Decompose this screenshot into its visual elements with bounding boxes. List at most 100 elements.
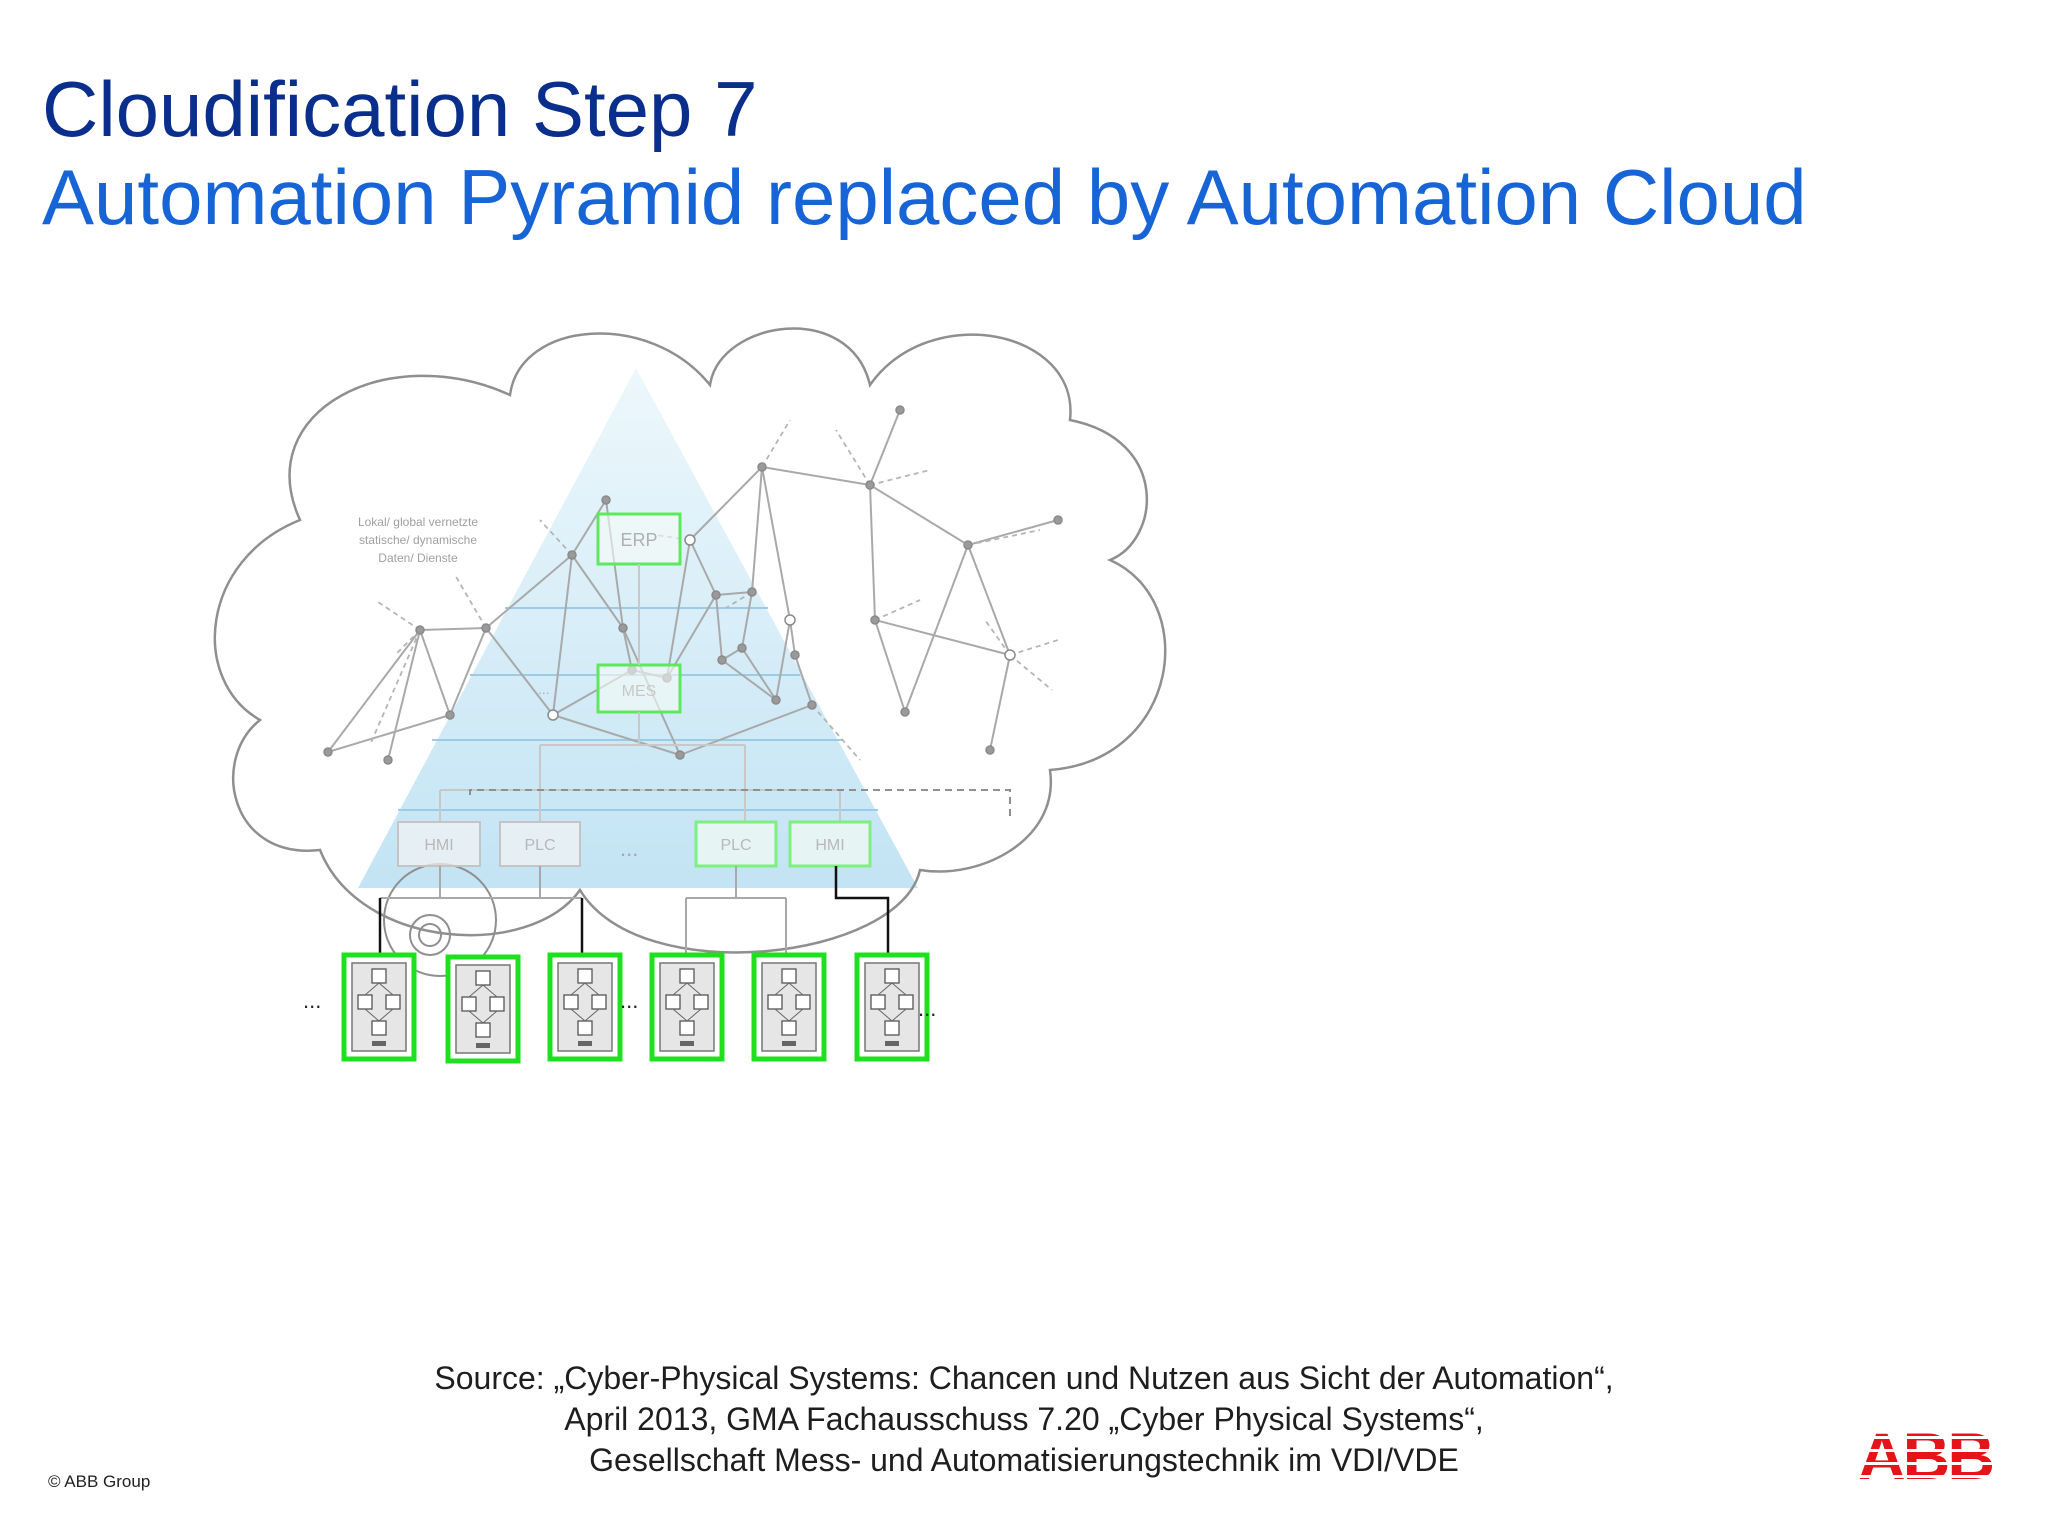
network-edge	[485, 554, 573, 629]
network-edge	[571, 554, 624, 629]
network-edge	[794, 654, 813, 706]
erp-label: ERP	[620, 530, 657, 550]
dashed-connector	[469, 789, 1011, 820]
network-node	[383, 755, 393, 765]
network-node	[1053, 515, 1063, 525]
abb-logo-stripes	[1852, 1424, 1998, 1488]
field-device	[854, 952, 930, 1062]
cloud-caption-line-2: statische/ dynamische	[359, 533, 477, 547]
network-node	[415, 625, 425, 635]
network-node	[717, 655, 727, 665]
network-node	[757, 462, 767, 472]
source-line-3: Gesellschaft Mess- und Automatisierungst…	[589, 1442, 1459, 1478]
network-node	[865, 480, 875, 490]
network-edge	[552, 714, 681, 756]
cloud-caption-line-3: Daten/ Dienste	[378, 551, 458, 565]
abb-logo: ABB	[1852, 1423, 1998, 1489]
network-edge	[869, 484, 969, 546]
network-edge	[327, 629, 421, 753]
mes-ellipsis: ...	[538, 681, 550, 697]
network-edge	[741, 591, 753, 649]
network-node	[900, 707, 910, 717]
control-box-label: PLC	[720, 837, 751, 854]
network-node	[747, 587, 757, 597]
field-device	[445, 954, 521, 1064]
network-node	[567, 550, 577, 560]
field-device	[341, 952, 417, 1062]
control-box-plc-left: PLC	[499, 821, 581, 867]
network-node	[784, 614, 796, 626]
network-edge	[715, 591, 753, 596]
network-edge	[679, 704, 813, 756]
network-edges	[327, 409, 1059, 761]
network-edge	[715, 594, 723, 661]
network-edge	[419, 627, 487, 631]
control-ellipsis: ...	[620, 836, 638, 861]
source-line-2: April 2013, GMA Fachausschuss 7.20 „Cybe…	[564, 1401, 1484, 1437]
network-edge	[967, 519, 1059, 546]
network-dashed-edge	[761, 419, 791, 468]
mes-label: MES	[622, 683, 657, 700]
network-dashed-edges	[369, 419, 1059, 761]
network-node	[737, 643, 747, 653]
field-ellipsis-right: ...	[918, 996, 936, 1021]
field-device	[547, 952, 623, 1062]
network-dashed-edge	[811, 704, 861, 761]
network-edge	[789, 619, 796, 656]
field-device	[751, 952, 827, 1062]
network-dashed-edge	[1009, 654, 1053, 691]
network-dashed-edge	[967, 529, 1041, 546]
slide-title: Cloudification Step 7	[42, 65, 758, 153]
erp-box: ERP	[596, 512, 682, 566]
network-node	[684, 534, 696, 546]
field-ellipsis-left: ...	[303, 988, 321, 1013]
network-node	[711, 590, 721, 600]
network-dashed-edge	[374, 599, 421, 631]
network-node	[985, 745, 995, 755]
field-ellipsis-middle: ...	[620, 988, 638, 1013]
network-dashed-edge	[454, 574, 487, 629]
network-edge	[761, 466, 871, 486]
automation-cloud-diagram: Lokal/ global vernetzte statische/ dynam…	[213, 327, 1167, 1064]
network-node	[790, 650, 800, 660]
network-edge	[622, 627, 633, 671]
slide-subtitle: Automation Pyramid replaced by Automatio…	[42, 153, 1807, 241]
cloud-caption-line-1: Lokal/ global vernetzte	[358, 515, 478, 529]
network-edge	[327, 714, 451, 753]
network-dashed-edge	[835, 429, 871, 486]
network-dashed-edge	[984, 619, 1011, 656]
network-dashed-edge	[539, 519, 573, 556]
network-node	[618, 623, 628, 633]
network-dashed-edge	[394, 629, 421, 656]
control-box-hmi-right: HMI	[788, 820, 872, 868]
network-node	[675, 750, 685, 760]
network-edge	[689, 539, 717, 596]
network-edge	[741, 647, 777, 701]
network-edge	[721, 659, 777, 701]
network-edge	[874, 619, 1011, 656]
control-box-hmi-left: HMI	[397, 821, 481, 867]
field-device	[649, 952, 725, 1062]
network-node	[963, 540, 973, 550]
mes-box: MES	[596, 663, 682, 714]
network-node	[1004, 649, 1016, 661]
copyright-notice: © ABB Group	[48, 1472, 151, 1491]
network-dashed-edge	[369, 629, 421, 746]
network-node	[547, 709, 559, 721]
network-node	[601, 495, 611, 505]
network-dashed-edge	[1009, 639, 1059, 656]
network-edge	[874, 619, 906, 713]
network-node	[807, 700, 817, 710]
network-edge	[419, 629, 451, 716]
control-box-plc-right: PLC	[694, 820, 778, 868]
field-devices	[341, 952, 930, 1064]
network-edge	[904, 544, 969, 713]
network-node	[323, 747, 333, 757]
control-box-label: HMI	[815, 837, 844, 854]
network-node	[870, 615, 880, 625]
network-edge	[967, 544, 1011, 656]
network-edge	[552, 554, 573, 716]
automation-cloud	[213, 327, 1167, 954]
field-bus-wiring-dark	[378, 866, 890, 955]
network-edge	[869, 484, 876, 621]
